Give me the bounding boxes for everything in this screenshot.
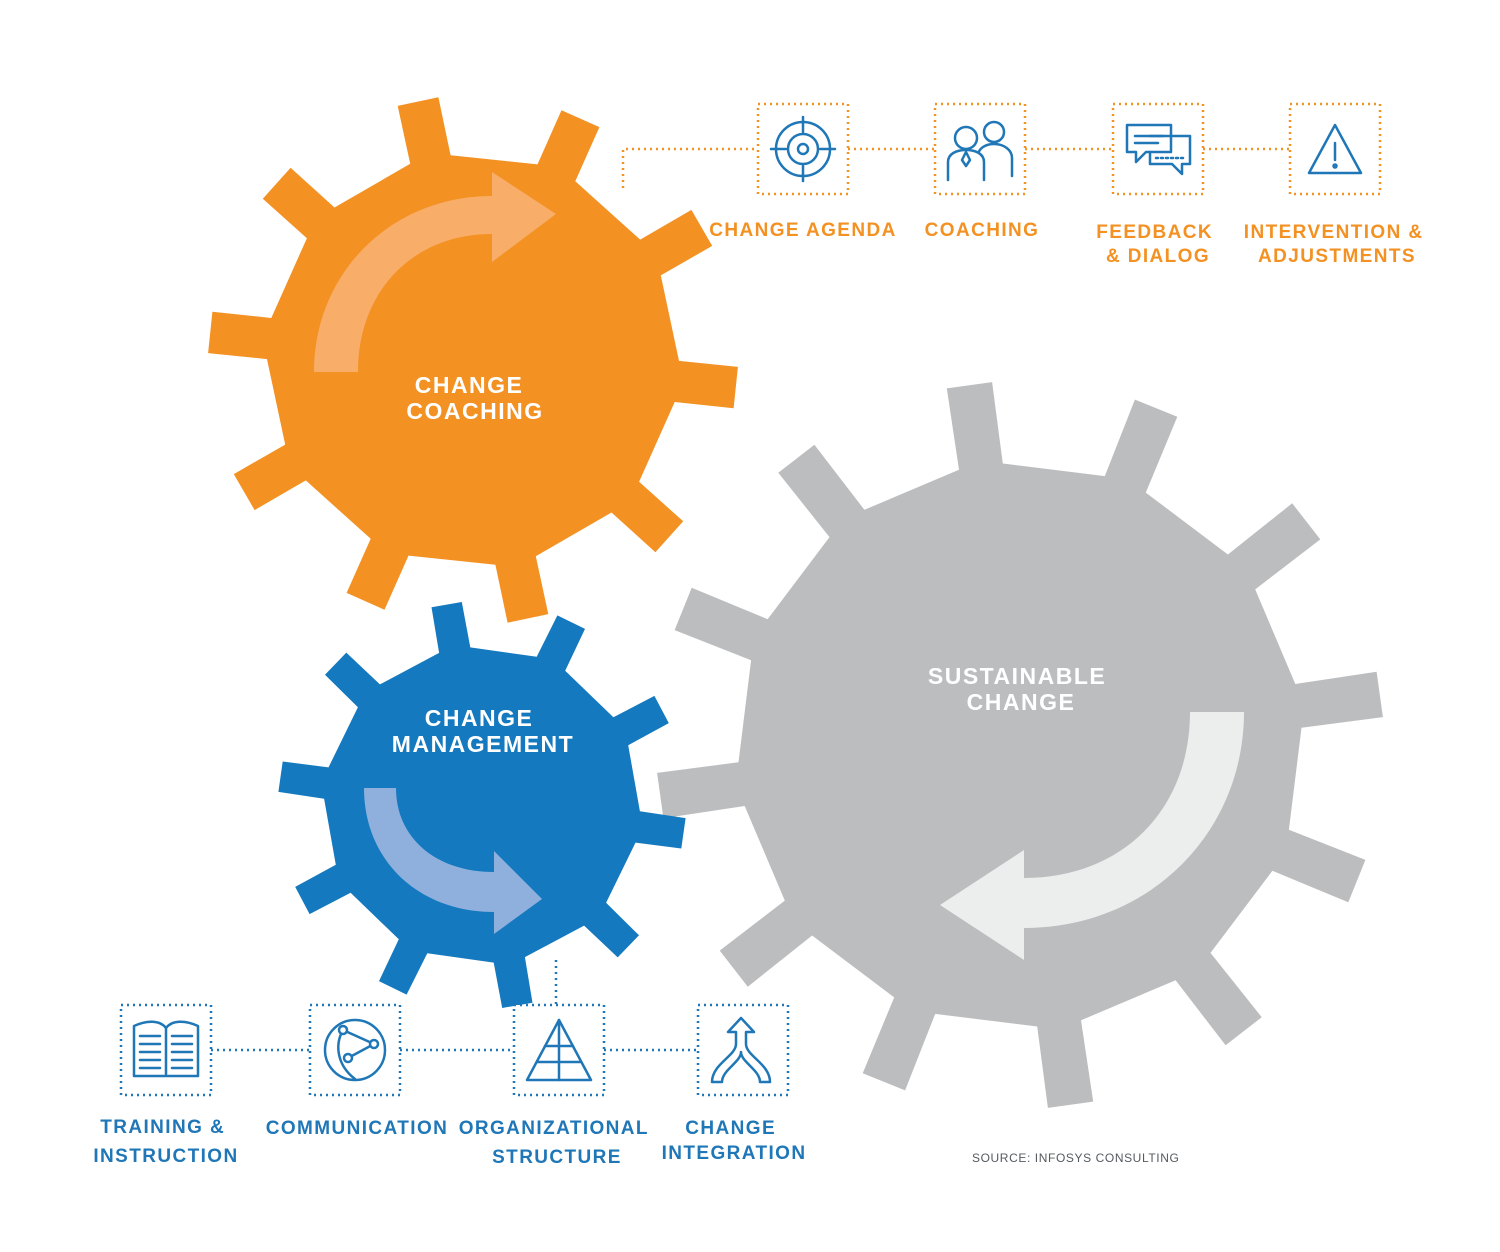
merge-arrow-icon — [710, 1016, 772, 1084]
communication-label: COMMUNICATION — [266, 1118, 449, 1139]
network-globe-icon — [323, 1018, 387, 1082]
sustainable-rotation-arrow — [940, 712, 1244, 960]
coaching-gear-label: CHANGE COACHING — [406, 372, 543, 424]
management-item-training: TRAINING & INSTRUCTION — [93, 1003, 238, 1167]
org-structure-label: ORGANIZATIONAL STRUCTURE — [459, 1118, 656, 1168]
coaching-connectors — [621, 147, 1290, 188]
change-management-gear: CHANGE MANAGEMENT — [278, 602, 686, 1008]
warning-icon — [1307, 123, 1363, 175]
coaching-item-change-agenda: CHANGE AGENDA — [709, 102, 896, 241]
source-note: SOURCE: INFOSYS CONSULTING — [972, 1151, 1179, 1165]
coaching-item-label: COACHING — [925, 220, 1040, 241]
change-agenda-label: CHANGE AGENDA — [709, 220, 896, 241]
management-gear-label: CHANGE MANAGEMENT — [392, 705, 574, 757]
sustainable-gear-label: SUSTAINABLE CHANGE — [928, 663, 1114, 715]
management-item-integration: CHANGE INTEGRATION — [662, 1003, 807, 1164]
coaching-item-feedback-dialog: FEEDBACK & DIALOG — [1096, 102, 1219, 267]
management-rotation-arrow — [364, 788, 542, 934]
pyramid-icon — [525, 1018, 593, 1082]
management-item-org-structure: ORGANIZATIONAL STRUCTURE — [459, 1003, 656, 1168]
target-icon — [769, 115, 837, 183]
change-integration-label: CHANGE INTEGRATION — [662, 1118, 807, 1164]
sustainable-change-gear: SUSTAINABLE CHANGE — [657, 382, 1383, 1108]
coaching-rotation-arrow — [314, 172, 556, 372]
feedback-dialog-label: FEEDBACK & DIALOG — [1096, 222, 1219, 267]
intervention-adjustments-label: INTERVENTION & ADJUSTMENTS — [1244, 222, 1430, 267]
book-icon — [132, 1020, 200, 1078]
coaching-item-intervention: INTERVENTION & ADJUSTMENTS — [1244, 102, 1430, 267]
change-coaching-gear: CHANGE COACHING — [208, 97, 738, 623]
coaching-item-coaching: COACHING — [925, 102, 1040, 241]
management-gear-shape — [278, 602, 686, 1008]
management-item-communication: COMMUNICATION — [266, 1003, 449, 1139]
management-connectors — [211, 960, 698, 1052]
sustainable-gear-shape — [657, 382, 1383, 1108]
chat-bubbles-icon — [1125, 123, 1192, 176]
training-instruction-label: TRAINING & INSTRUCTION — [93, 1117, 238, 1167]
people-icon — [946, 120, 1014, 182]
coaching-gear-shape — [208, 97, 738, 623]
